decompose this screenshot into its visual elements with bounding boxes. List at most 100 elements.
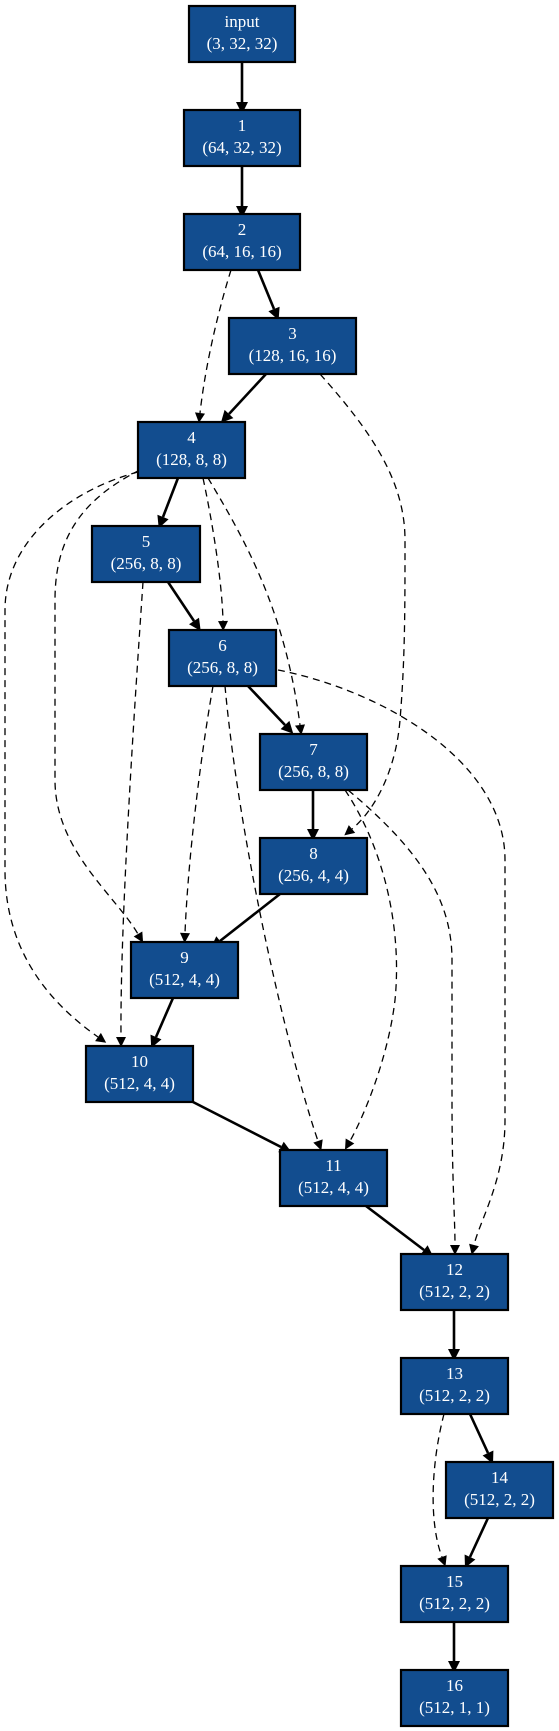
edge-n7-to-n8 <box>307 790 319 841</box>
edge-n11-to-n12 <box>365 1204 434 1258</box>
node-label: 1 <box>238 116 247 135</box>
edge-line <box>256 269 276 310</box>
node-box <box>182 212 302 272</box>
edge-n7-to-n12 <box>347 789 460 1255</box>
node-shape: (64, 16, 16) <box>202 242 281 261</box>
node-label: 6 <box>218 636 227 655</box>
arrowhead <box>95 1032 107 1043</box>
node-shape: (128, 16, 16) <box>249 346 337 365</box>
node-label: 13 <box>446 1364 463 1383</box>
node-box <box>182 108 302 168</box>
arrowhead <box>464 1554 476 1568</box>
node-shape: (3, 32, 32) <box>207 34 278 53</box>
node-box <box>167 628 278 688</box>
edge-n1-to-n2 <box>236 166 248 218</box>
arrowhead <box>280 720 294 734</box>
edge-n13-to-n15 <box>432 1413 447 1567</box>
edge-line <box>192 1100 282 1149</box>
arrowhead <box>344 825 356 836</box>
node-shape: (512, 2, 2) <box>419 1386 490 1405</box>
edge-n2-to-n3 <box>256 269 280 321</box>
arrowhead <box>236 102 248 114</box>
node-label: 10 <box>131 1052 148 1071</box>
edge-line <box>199 269 232 414</box>
node-box <box>399 1564 510 1624</box>
arrowhead <box>220 409 234 423</box>
edge-n12-to-n13 <box>448 1310 460 1361</box>
node-box <box>258 732 369 792</box>
edge-n3-to-n8 <box>319 373 406 836</box>
edge-n10-to-n11 <box>192 1100 292 1153</box>
edge-line <box>207 477 301 726</box>
node-box <box>187 4 297 64</box>
node-label: 2 <box>238 220 247 239</box>
node-shape: (64, 32, 32) <box>202 138 281 157</box>
node-n8: 8(256, 4, 4) <box>258 836 369 896</box>
node-label: 12 <box>446 1260 463 1279</box>
arrowhead <box>448 1349 460 1361</box>
node-n10: 10 (512, 4, 4) <box>84 1044 195 1104</box>
node-label: 4 <box>187 428 196 447</box>
edge-line <box>161 477 180 518</box>
edge-line <box>54 469 141 935</box>
edge-n4-to-n5 <box>157 477 180 529</box>
edge-line <box>228 373 267 415</box>
node-box <box>399 1252 510 1312</box>
edge-n2-to-n4 <box>195 269 232 423</box>
arrowhead <box>133 931 144 943</box>
node-n2: 2 (64, 16, 16) <box>182 212 302 272</box>
edge-n3-to-n4 <box>220 373 267 423</box>
node-box <box>399 1356 510 1416</box>
node-shape: (512, 4, 4) <box>298 1178 369 1197</box>
node-label: 5 <box>142 532 151 551</box>
node-n14: 14(512, 2, 2) <box>444 1460 555 1520</box>
edge-n7-to-n11 <box>344 789 398 1150</box>
node-shape: (512, 4, 4) <box>104 1074 175 1093</box>
node-shape: (256, 8, 8) <box>111 554 182 573</box>
node-n4: 4(128, 8, 8) <box>136 420 247 480</box>
node-label: 15 <box>446 1572 463 1591</box>
node-box <box>84 1044 195 1104</box>
edge-line <box>166 581 196 622</box>
edge-line <box>184 685 214 934</box>
edge-n5-to-n10 <box>116 581 144 1047</box>
arrowhead <box>236 206 248 218</box>
node-n7: 7(256, 8, 8) <box>258 732 369 792</box>
node-n3: 3(128, 16, 16) <box>227 316 358 376</box>
node-input: input (3, 32, 32) <box>187 4 297 64</box>
node-n11: 11(512, 4, 4) <box>278 1148 389 1208</box>
edge-input-to-n1 <box>236 62 248 114</box>
node-n13: 13 (512, 2, 2) <box>399 1356 510 1416</box>
arrowhead <box>345 1138 355 1150</box>
node-box <box>90 524 202 584</box>
nodes-layer: input (3, 32, 32) 1 (64, 32, 32) 2 (64, 16, 1… <box>84 4 555 1728</box>
edge-line <box>247 685 286 726</box>
edge-n14-to-n15 <box>464 1517 490 1568</box>
node-n9: 9(512, 4, 4) <box>129 940 240 1000</box>
edge-line <box>347 789 456 1246</box>
edge-n13-to-n14 <box>468 1413 494 1464</box>
edges-layer <box>4 62 506 1673</box>
arrowhead <box>313 1139 323 1151</box>
edge-n4-to-n6 <box>202 477 228 631</box>
arrowhead <box>307 829 319 841</box>
arrowhead <box>157 514 169 529</box>
node-shape: (512, 2, 2) <box>464 1490 535 1509</box>
edge-line <box>224 685 319 1142</box>
edge-line <box>365 1204 425 1252</box>
node-n1: 1 (64, 32, 32) <box>182 108 302 168</box>
edge-line <box>120 581 144 1038</box>
node-shape: (512, 2, 2) <box>419 1282 490 1301</box>
edge-n4-to-n9 <box>54 469 144 943</box>
edge-n15-to-n16 <box>448 1622 460 1673</box>
arrowhead <box>195 412 205 423</box>
node-shape: (512, 4, 4) <box>149 970 220 989</box>
node-label: input <box>225 12 260 31</box>
edge-n9-to-n10 <box>150 997 175 1048</box>
edge-n5-to-n6 <box>166 581 201 631</box>
node-label: 16 <box>446 1676 463 1695</box>
edge-line <box>154 997 175 1038</box>
edge-line <box>319 373 406 830</box>
arrowhead <box>180 932 190 943</box>
